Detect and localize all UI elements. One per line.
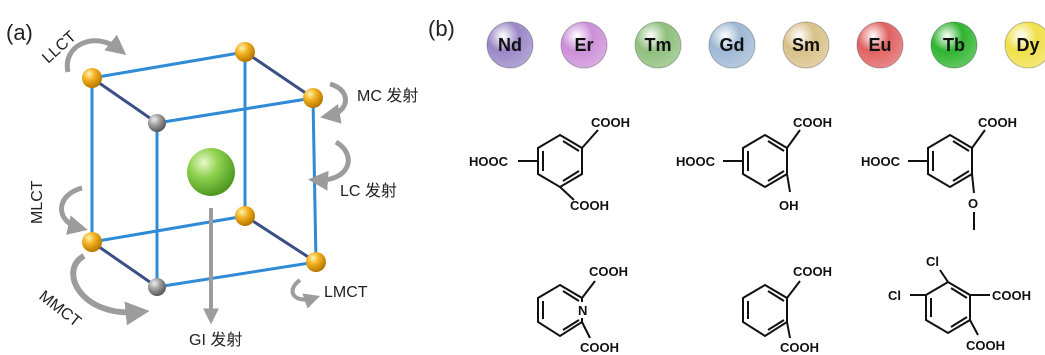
ligand-2-hooc: HOOC — [676, 154, 716, 169]
ligand-5: COOH COOH — [742, 264, 832, 355]
mmct-label: MMCT — [36, 288, 84, 331]
element-sphere — [708, 21, 756, 69]
element-symbol: Eu — [868, 35, 891, 55]
ligand-6-cl-top: Cl — [926, 254, 939, 269]
cube-edge-back — [156, 260, 317, 289]
element-symbol: Er — [574, 35, 593, 55]
ligand-6-cl-left: Cl — [888, 288, 901, 303]
element-sphere-sm: Sm — [782, 21, 830, 69]
element-sphere — [782, 21, 830, 69]
element-sphere — [486, 21, 534, 69]
element-sphere-dy: Dy — [1004, 21, 1045, 69]
ligand-5-cooh-bottom: COOH — [780, 340, 819, 355]
cube-edge-back — [156, 96, 314, 125]
llct-arrow — [64, 34, 127, 73]
element-sphere-er: Er — [560, 21, 608, 69]
cube-node-gold — [235, 42, 255, 62]
ligand-6: Cl Cl COOH COOH — [888, 254, 1031, 353]
element-symbol: Dy — [1016, 35, 1039, 55]
element-symbol: Gd — [720, 35, 745, 55]
cube-node-gold — [235, 206, 255, 226]
lc-label: LC 发射 — [340, 182, 397, 200]
mc-label: MC 发射 — [357, 87, 418, 105]
lmct-arrow — [290, 278, 321, 309]
element-symbol: Tb — [943, 35, 965, 55]
element-sphere — [1004, 21, 1045, 69]
element-sphere-tm: Tm — [634, 21, 682, 69]
cube-edge — [91, 214, 246, 244]
lmct-label: LMCT — [324, 284, 368, 301]
panel-label-a: (a) — [6, 20, 33, 45]
ligand-2: COOH HOOC OH — [676, 115, 832, 213]
mc-arrow — [320, 81, 348, 124]
ligand-5-cooh-top: COOH — [793, 264, 832, 279]
element-sphere — [560, 21, 608, 69]
gi-label: GI 发射 — [189, 331, 242, 349]
ligand-1-cooh-bottom: COOH — [570, 198, 609, 213]
element-sphere-gd: Gd — [708, 21, 756, 69]
ligand-4-n: N — [578, 303, 587, 318]
ligand-4-cooh-bottom: COOH — [580, 340, 619, 355]
ligand-6-cooh-bottom: COOH — [966, 338, 1005, 353]
mlct-label: MLCT — [29, 180, 46, 224]
element-symbol: Sm — [792, 35, 820, 55]
ligand-2-cooh-top: COOH — [793, 115, 832, 130]
cube-node-gold — [303, 88, 323, 108]
element-sphere-nd: Nd — [486, 21, 534, 69]
cube-node-gold — [82, 68, 102, 88]
ligand-3-cooh-top: COOH — [978, 115, 1017, 130]
cube-node-gold — [82, 232, 102, 252]
center-sphere — [187, 148, 235, 196]
element-sphere — [856, 21, 904, 69]
ligand-1: COOH HOOC COOH — [469, 115, 630, 213]
mlct-arrow — [59, 185, 88, 235]
element-symbol: Tm — [645, 35, 672, 55]
ligand-3: COOH HOOC O — [861, 115, 1017, 230]
cube-node-gold — [306, 252, 326, 272]
element-sphere-eu: Eu — [856, 21, 904, 69]
cube-edge — [244, 214, 317, 264]
ligand-4: N COOH COOH — [537, 264, 628, 355]
element-sphere-tb: Tb — [930, 21, 978, 69]
element-row: Nd Er Tm Gd Sm Eu Tb Dy — [486, 21, 1045, 69]
cube-edge-back — [91, 240, 158, 289]
element-sphere — [930, 21, 978, 69]
ligand-4-cooh-top: COOH — [589, 264, 628, 279]
ligand-3-hooc: HOOC — [861, 154, 901, 169]
cube-diagram: LLCT MC 发射 LC 发射 MLCT MMCT LMCT GI 发射 — [29, 28, 418, 349]
ligand-6-cooh-right: COOH — [992, 288, 1031, 303]
cube-edge-back — [91, 76, 158, 125]
ligand-1-hooc: HOOC — [469, 154, 509, 169]
cube-node-gray — [148, 114, 166, 132]
panel-label-b: (b) — [428, 16, 455, 41]
ligand-1-cooh-top: COOH — [591, 115, 630, 130]
ligand-2-oh: OH — [779, 198, 799, 213]
element-sphere — [634, 21, 682, 69]
lc-arrow — [308, 139, 351, 191]
mmct-arrow — [70, 253, 150, 326]
ligand-3-o: O — [968, 196, 978, 211]
cube-edge — [311, 97, 318, 263]
cube-edge — [91, 50, 246, 80]
cube-node-gray — [148, 278, 166, 296]
cube-edge — [244, 50, 314, 100]
element-symbol: Nd — [498, 35, 522, 55]
